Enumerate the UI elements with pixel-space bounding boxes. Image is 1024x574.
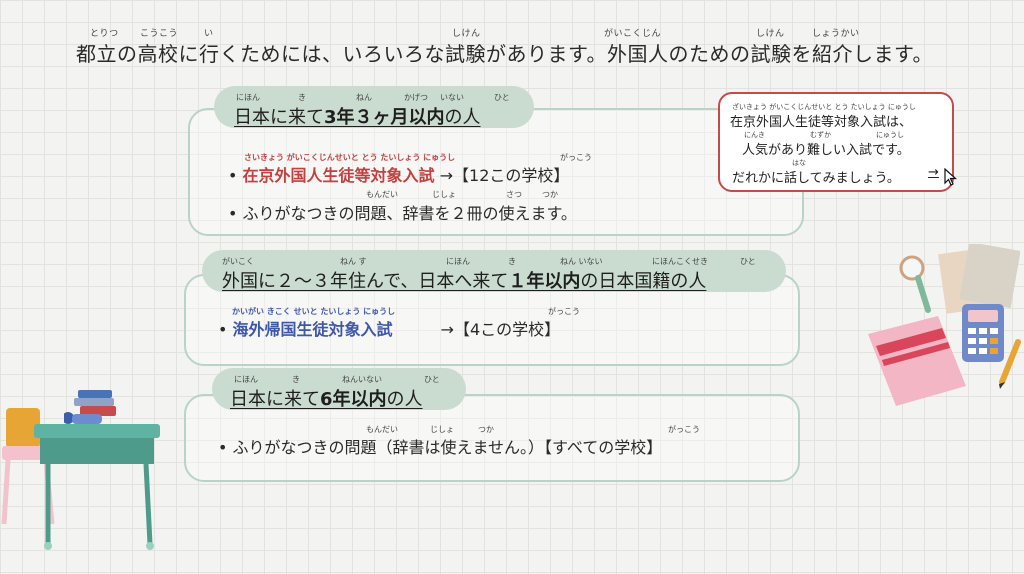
pill-6y [212, 368, 466, 410]
exam-detail-zaikyo: • ふりがなつきの問題、辞書を２冊の使えます。 [228, 204, 577, 223]
exam-item-zaikyo: • 在京外国人生徒等対象入試 →【12この学校】 [228, 166, 570, 185]
pill-abroad-label: 外国に２～３年住んで、日本へ来て１年以内の日本国籍の人 [222, 271, 707, 292]
exam-name-zaikyo: 在京外国人生徒等対象入試 [242, 166, 435, 185]
pill-6y-label: 日本に来て6年以内の人 [230, 389, 423, 410]
magnifier-icon [896, 254, 940, 316]
pill-3y3m-label: 日本に来て3年３ヶ月以内の人 [234, 107, 481, 128]
exam-item-kaigai: • 海外帰国生徒対象入試→【4この学校】 [218, 320, 561, 339]
books-icon [62, 388, 124, 432]
exam-item-6y: • ふりがなつきの問題（辞書は使えません。）【すべての学校】 [218, 438, 663, 457]
paper-icon [934, 241, 1021, 314]
page-title: 都立の高校に行くためには、いろいろな試験があります。外国人のための試験を紹介しま… [76, 42, 933, 66]
pill-3y3m [214, 86, 534, 128]
school-desk-icon [0, 384, 170, 554]
section-6y [184, 394, 800, 482]
calculator-icon [960, 302, 1006, 364]
exam-name-kaigai: 海外帰国生徒対象入試 [232, 320, 393, 339]
notebook-icon [862, 312, 972, 412]
pill-abroad [202, 250, 786, 292]
callout-note: ざいきょう がいこくじんせいと とう たいしょう にゅうし 在京外国人生徒等対象… [718, 92, 954, 192]
pencil-icon [996, 338, 1022, 390]
cursor-icon [944, 167, 958, 190]
callout-link[interactable]: → [928, 165, 939, 180]
